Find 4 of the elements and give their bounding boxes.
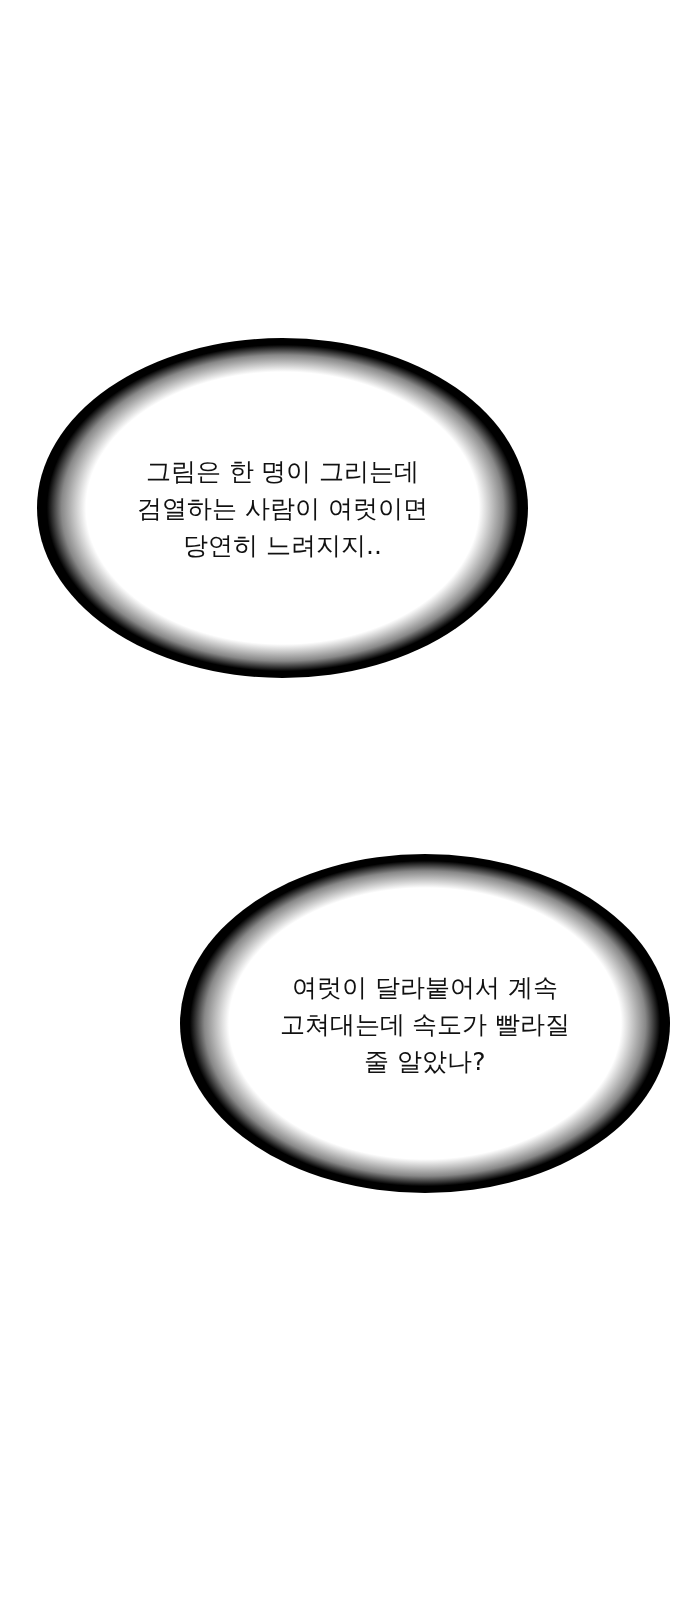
- speech-text: 그림은 한 명이 그리는데 검열하는 사람이 여럿이면 당연히 느려지지..: [136, 455, 429, 562]
- speech-text: 여럿이 달라붙어서 계속 고쳐대는데 속도가 빨라질 줄 알았나?: [278, 971, 572, 1077]
- speech-bubble: [179, 853, 671, 1194]
- speech-bubble: [36, 337, 529, 679]
